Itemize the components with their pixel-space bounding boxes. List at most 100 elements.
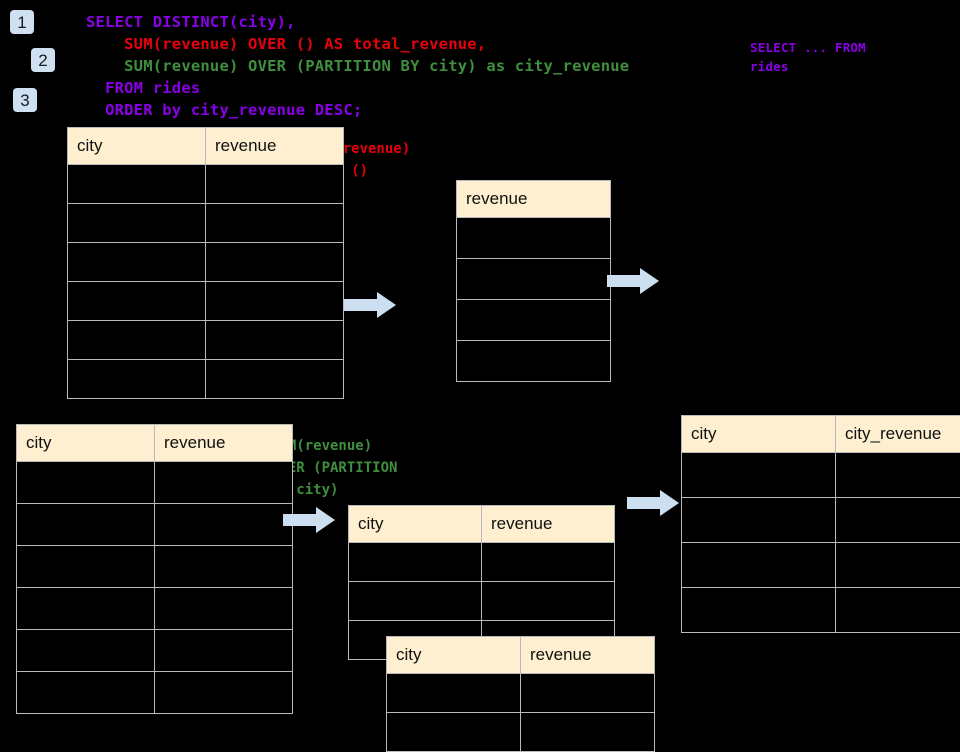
column-header-revenue: revenue: [206, 128, 344, 165]
sql-line-order-by: ORDER by city_revenue DESC;: [86, 101, 362, 119]
table-header-row: city city_revenue: [682, 416, 960, 453]
table-cell-city: [68, 165, 206, 204]
table-cell-city-revenue: [836, 498, 960, 543]
column-header-city: city: [682, 416, 836, 453]
table-cell-city: [387, 713, 521, 752]
table-cell-revenue: [457, 300, 611, 341]
table-row: [387, 713, 655, 752]
step-badge-3: 3: [13, 88, 37, 112]
table-cell-revenue: [155, 462, 293, 504]
table-row: [457, 341, 611, 382]
arrow-total-to-result: [607, 266, 659, 296]
table-cell-revenue: [457, 341, 611, 382]
table-row: [349, 543, 615, 582]
table-cell-city: [17, 504, 155, 546]
table-row: [682, 498, 960, 543]
column-header-city: city: [68, 128, 206, 165]
side-note-line-2: rides: [750, 57, 789, 76]
column-header-revenue: revenue: [521, 637, 655, 674]
table-row: [682, 588, 960, 633]
table-row: [457, 218, 611, 259]
table-row: [17, 462, 293, 504]
table-cell-revenue: [155, 588, 293, 630]
table-row: [17, 504, 293, 546]
table-row: [17, 672, 293, 714]
table-partition-front: city revenue: [386, 636, 655, 752]
table-cell-city-revenue: [836, 453, 960, 498]
column-header-revenue: revenue: [155, 425, 293, 462]
table-rides-top: city revenue: [67, 127, 344, 399]
table-cell-city: [17, 546, 155, 588]
table-cell-revenue: [206, 321, 344, 360]
table-cell-revenue: [206, 360, 344, 399]
diagram-canvas: 1 2 3 SELECT DISTINCT(city), SUM(revenue…: [0, 0, 960, 720]
table-result: city city_revenue: [681, 415, 960, 633]
table-cell-city: [68, 360, 206, 399]
step-badge-1: 1: [10, 10, 34, 34]
table-cell-city: [68, 243, 206, 282]
table-row: [68, 321, 344, 360]
table-cell-revenue: [482, 582, 615, 621]
table-cell-city: [387, 674, 521, 713]
table-cell-city: [17, 462, 155, 504]
table-cell-revenue: [206, 243, 344, 282]
column-header-city: city: [387, 637, 521, 674]
table-total-revenue: revenue: [456, 180, 611, 382]
table-cell-revenue: [521, 713, 655, 752]
table-row: [457, 259, 611, 300]
sql-line-from: FROM rides: [86, 79, 200, 97]
table-cell-city: [17, 630, 155, 672]
table-cell-revenue: [206, 204, 344, 243]
table-row: [349, 582, 615, 621]
column-header-city-revenue: city_revenue: [836, 416, 960, 453]
table-row: [457, 300, 611, 341]
table-cell-city: [349, 582, 482, 621]
table-cell-revenue: [521, 674, 655, 713]
arrow-partition-to-result: [627, 488, 679, 518]
table-cell-revenue: [457, 259, 611, 300]
table-cell-revenue: [457, 218, 611, 259]
table-row: [68, 204, 344, 243]
arrow-rides-to-partition: [283, 505, 335, 535]
table-row: [68, 282, 344, 321]
table-cell-city-revenue: [836, 588, 960, 633]
table-cell-city: [68, 204, 206, 243]
table-rides-bottom: city revenue: [16, 424, 293, 714]
table-header-row: city revenue: [68, 128, 344, 165]
table-cell-city: [682, 498, 836, 543]
table-row: [68, 360, 344, 399]
table-row: [68, 165, 344, 204]
table-cell-revenue: [206, 282, 344, 321]
table-cell-revenue: [155, 672, 293, 714]
table-cell-city: [17, 588, 155, 630]
table-row: [682, 543, 960, 588]
column-header-city: city: [17, 425, 155, 462]
table-row: [17, 546, 293, 588]
column-header-revenue: revenue: [457, 181, 611, 218]
sql-line-total-revenue: SUM(revenue) OVER () AS total_revenue,: [86, 35, 486, 53]
table-cell-city: [68, 282, 206, 321]
table-header-row: revenue: [457, 181, 611, 218]
table-row: [17, 588, 293, 630]
table-cell-city: [682, 543, 836, 588]
sql-line-city-revenue: SUM(revenue) OVER (PARTITION BY city) as…: [86, 57, 629, 75]
table-header-row: city revenue: [387, 637, 655, 674]
table-row: [387, 674, 655, 713]
table-cell-city-revenue: [836, 543, 960, 588]
column-header-city: city: [349, 506, 482, 543]
table-row: [682, 453, 960, 498]
table-header-row: city revenue: [17, 425, 293, 462]
column-header-revenue: revenue: [482, 506, 615, 543]
table-cell-city: [68, 321, 206, 360]
table-header-row: city revenue: [349, 506, 615, 543]
side-note-line-1: SELECT ... FROM: [750, 38, 866, 57]
step-badge-2: 2: [31, 48, 55, 72]
table-cell-revenue: [155, 630, 293, 672]
table-cell-revenue: [206, 165, 344, 204]
table-cell-city: [682, 588, 836, 633]
table-cell-revenue: [155, 546, 293, 588]
table-row: [17, 630, 293, 672]
table-row: [68, 243, 344, 282]
table-cell-city: [682, 453, 836, 498]
sql-line-select: SELECT DISTINCT(city),: [86, 13, 296, 31]
